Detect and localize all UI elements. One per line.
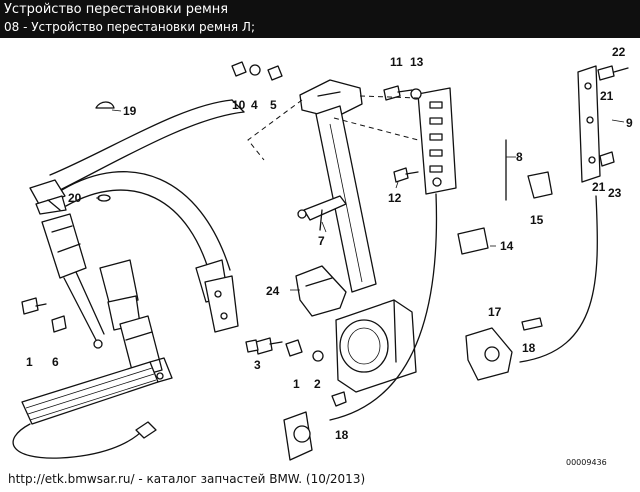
callout-24: 24	[266, 284, 280, 298]
nut-13	[410, 88, 422, 100]
callout-4: 4	[251, 98, 258, 112]
callout-18-lower: 18	[335, 428, 349, 442]
callout-18-right: 18	[522, 341, 536, 355]
title-bar: Устройство перестановки ремня 08 - Устро…	[0, 0, 640, 38]
callout-8: 8	[516, 150, 523, 164]
clip-14	[457, 227, 489, 255]
lap-belt-arc	[61, 171, 239, 333]
clip-3	[245, 339, 259, 353]
bolt-1-left	[21, 297, 47, 315]
bolt-12	[393, 167, 419, 183]
dashed-guide	[247, 99, 303, 161]
callout-2: 2	[314, 377, 321, 391]
callout-7: 7	[318, 234, 325, 248]
callout-5: 5	[270, 98, 277, 112]
belt-tongue	[29, 179, 67, 215]
right-rail-9	[577, 65, 615, 183]
right-cable	[519, 195, 598, 363]
callout-19: 19	[123, 104, 137, 118]
dashed-guide	[333, 117, 419, 141]
leader-lines	[96, 109, 625, 291]
bracket-24	[295, 265, 347, 317]
callout-22: 22	[612, 45, 626, 59]
lap-anchor	[99, 259, 163, 379]
footer-link[interactable]: http://etk.bmwsar.ru/ - каталог запчасте…	[8, 472, 366, 486]
height-adjuster-rail	[417, 87, 457, 195]
clip-18-lower	[331, 391, 347, 407]
callout-20: 20	[68, 191, 82, 205]
cable-end	[135, 421, 157, 439]
nut-6	[51, 315, 67, 333]
callout-14: 14	[500, 239, 514, 253]
bolts-1-2-3	[255, 337, 324, 362]
clip-15	[527, 171, 553, 199]
figure-number: 00009436	[566, 458, 607, 467]
fasteners-10-4-5	[231, 61, 283, 81]
anchor-cable	[329, 193, 438, 421]
rail-cable	[12, 423, 146, 459]
callout-17: 17	[488, 305, 502, 319]
callout-1-center: 1	[293, 377, 300, 391]
belt-strap-upper	[49, 99, 245, 191]
callout-21-top: 21	[600, 89, 614, 103]
clip-18-right	[521, 317, 543, 331]
callout-6: 6	[52, 355, 59, 369]
parts-diagram: 10 4 5 11 13 22 19 21 9 8 20 12 21 23 7 …	[12, 45, 633, 461]
buckle-receiver	[41, 213, 105, 349]
screw-22	[613, 67, 629, 73]
callout-15: 15	[530, 213, 544, 227]
seat-rail	[21, 357, 173, 425]
anchor-17	[465, 327, 513, 381]
bracket-7	[297, 195, 347, 231]
page-title: Устройство перестановки ремня	[4, 2, 229, 17]
callout-21-bottom: 21	[592, 180, 606, 194]
cover-19	[95, 101, 115, 109]
callout-3: 3	[254, 358, 261, 372]
callout-12: 12	[388, 191, 402, 205]
callout-13: 13	[410, 55, 424, 69]
dashed-guide	[359, 95, 419, 99]
page-subtitle: 08 - Устройство перестановки ремня Л;	[4, 20, 255, 34]
callout-10: 10	[232, 98, 246, 112]
callout-11: 11	[390, 55, 403, 69]
callout-9: 9	[626, 116, 633, 130]
callout-1-left: 1	[26, 355, 33, 369]
retractor-housing	[335, 299, 417, 393]
retractor-column	[299, 79, 377, 293]
lower-anchor-16	[283, 411, 313, 461]
callout-23: 23	[608, 186, 622, 200]
